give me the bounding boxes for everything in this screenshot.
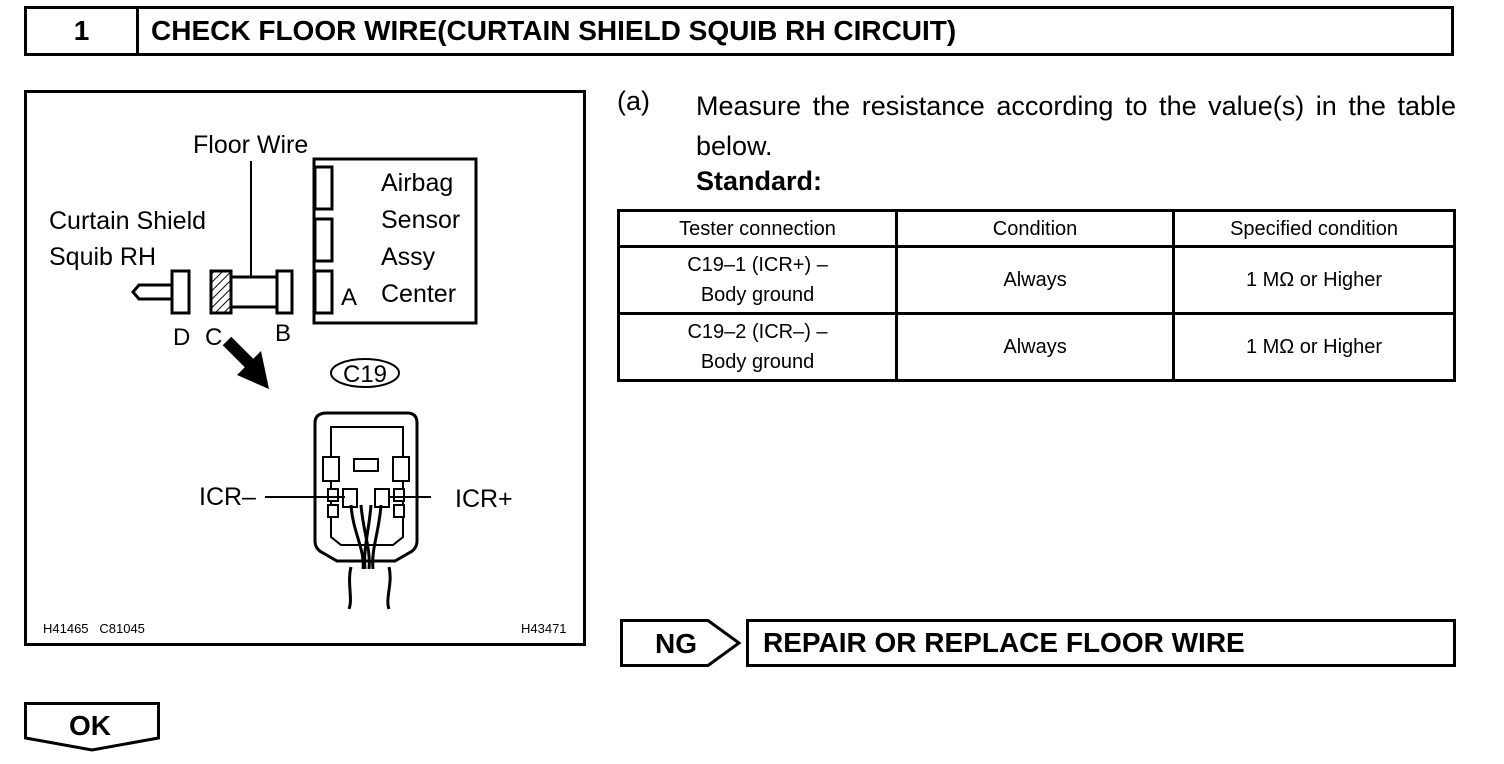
spec-table: Tester connection Condition Specified co…	[616, 209, 1456, 382]
table-header: Condition	[895, 209, 1176, 248]
condition-cell: Always	[895, 245, 1176, 315]
connection-line: C19–1 (ICR+) –	[687, 254, 828, 276]
step-header: 1 CHECK FLOOR WIRE(CURTAIN SHIELD SQUIB …	[24, 6, 1454, 56]
ok-arrow: OK	[24, 702, 160, 752]
specified-condition-cell: 1 MΩ or Higher	[1172, 312, 1456, 382]
squib-connector	[131, 269, 191, 315]
curtain-shield-label-line2: Squib RH	[49, 243, 156, 271]
tester-connection-cell: C19–1 (ICR+) – Body ground	[616, 245, 899, 315]
connector-c-label: C	[205, 324, 222, 351]
instruction-marker: (a)	[617, 86, 650, 116]
ok-label: OK	[69, 710, 111, 741]
table-header-row: Tester connection Condition Specified co…	[616, 209, 1456, 248]
connection-line: Body ground	[700, 284, 815, 306]
ng-label: NG	[655, 628, 697, 659]
wiring-diagram: Floor Wire Curtain Shield Squib RH Airba…	[24, 90, 586, 646]
instruction-text: Measure the resistance according to the …	[696, 91, 1456, 161]
tester-connection-cell: C19–2 (ICR–) – Body ground	[616, 312, 899, 382]
connector-a-label: A	[341, 284, 357, 311]
table-header: Tester connection	[616, 209, 899, 248]
connector-code-outline	[330, 358, 400, 388]
floor-wire-label: Floor Wire	[193, 131, 308, 159]
airbag-label-line1: Airbag	[381, 169, 453, 197]
connector-face-icon	[265, 411, 431, 610]
ng-action-box: REPAIR OR REPLACE FLOOR WIRE	[746, 619, 1456, 667]
connector-d-label: D	[173, 324, 190, 351]
step-title: CHECK FLOOR WIRE(CURTAIN SHIELD SQUIB RH…	[151, 15, 957, 46]
diagram-ref-right: H43471	[521, 621, 567, 636]
table-header: Specified condition	[1172, 209, 1456, 248]
diagram-ref-left: H41465 C81045	[43, 621, 145, 636]
airbag-sensor-assy	[312, 157, 478, 325]
specified-condition-cell: 1 MΩ or Higher	[1172, 245, 1456, 315]
airbag-label-line4: Center	[381, 280, 456, 308]
wiring-diagram-svg: Floor Wire Curtain Shield Squib RH Airba…	[43, 131, 567, 636]
standard-label: Standard:	[696, 166, 823, 196]
airbag-label-line3: Assy	[381, 243, 436, 271]
condition-cell: Always	[895, 312, 1176, 382]
curtain-shield-label-line1: Curtain Shield	[49, 207, 206, 235]
connection-line: C19–2 (ICR–) –	[687, 321, 828, 343]
connector-code-label: C19	[343, 361, 387, 388]
icr-plus-label: ICR+	[455, 485, 513, 513]
table-row: C19–1 (ICR+) – Body ground Always 1 MΩ o…	[616, 245, 1456, 315]
connector-b-label: B	[275, 320, 291, 347]
connection-line: Body ground	[700, 351, 815, 373]
step-number: 1	[27, 9, 139, 53]
ng-arrow: NG	[620, 619, 742, 667]
airbag-label-line2: Sensor	[381, 206, 460, 234]
arrow-icon	[222, 336, 269, 389]
floor-wire-harness	[209, 161, 294, 315]
table-row: C19–2 (ICR–) – Body ground Always 1 MΩ o…	[616, 312, 1456, 382]
icr-minus-label: ICR–	[199, 483, 256, 511]
